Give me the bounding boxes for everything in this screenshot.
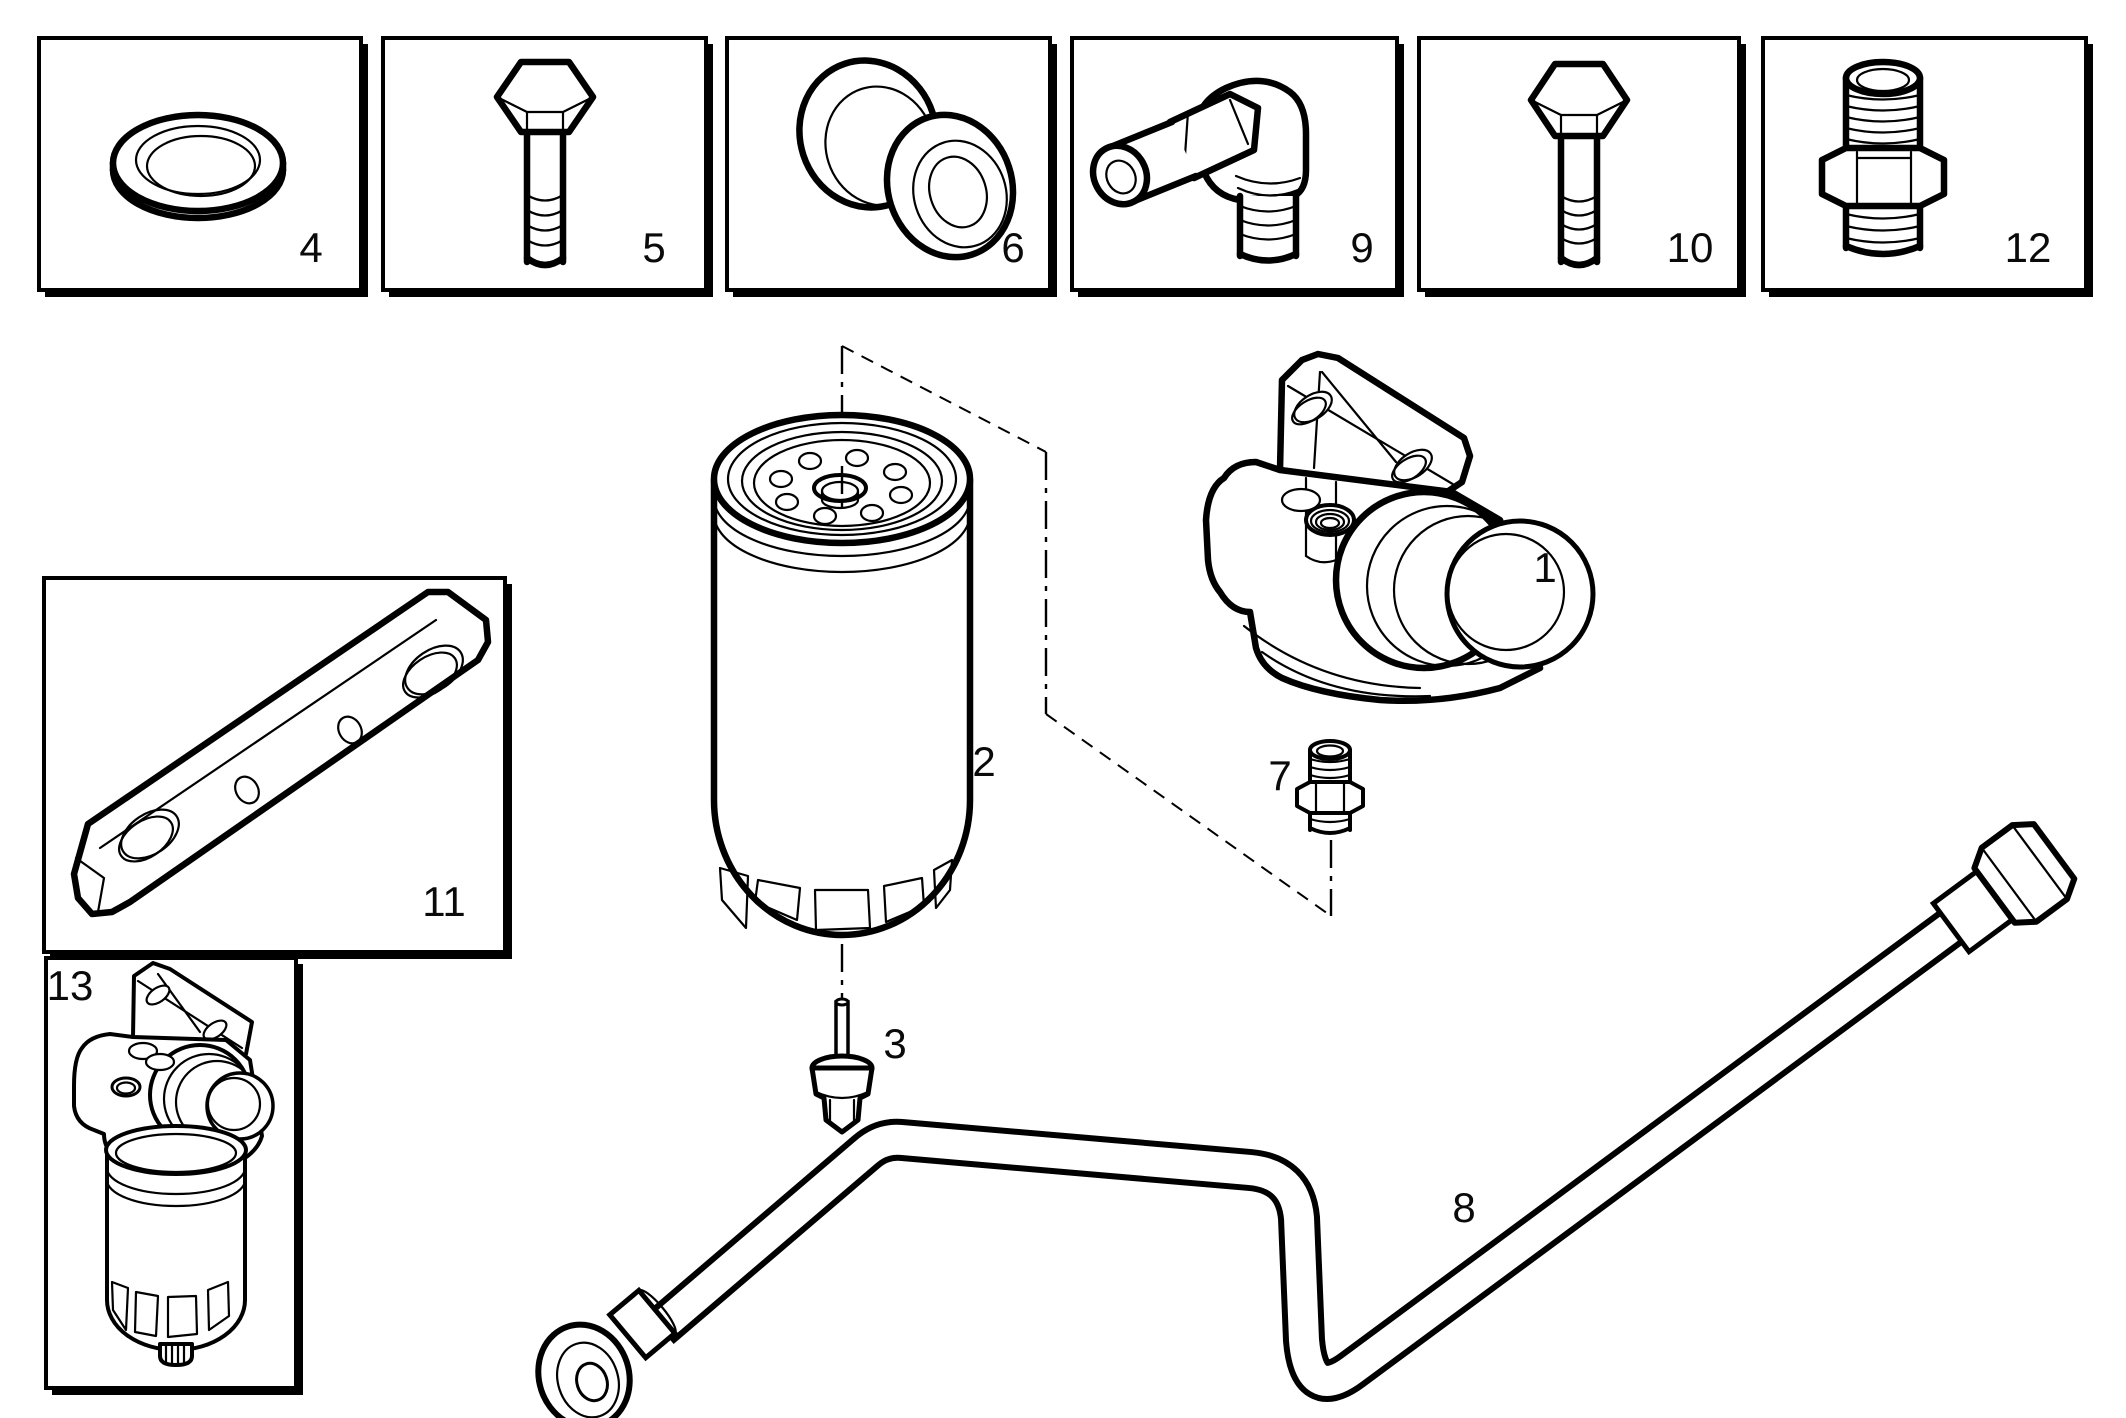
part-4-seal-ring [109, 111, 287, 222]
part-8-label: 8 [1452, 1184, 1475, 1231]
part-11-label: 11 [422, 878, 466, 925]
part-10-label: 10 [1667, 224, 1714, 271]
part-8-fuel-pipe [535, 821, 2078, 1418]
pipe-nut-fitting [1929, 821, 2078, 956]
part-5-label: 5 [642, 224, 665, 271]
pipe-collar-left [606, 1286, 679, 1362]
part-11-bracket [70, 588, 492, 918]
part-13-filter-assembly [72, 961, 275, 1367]
part-5-bolt [493, 58, 597, 270]
part-1-label: 1 [1533, 544, 1556, 591]
part-1-filter-head [1202, 350, 1596, 705]
part-3-label: 3 [883, 1020, 906, 1067]
part-6-label: 6 [1001, 224, 1024, 271]
part-2-label: 2 [972, 738, 995, 785]
part-6-bushing [796, 57, 1017, 261]
part-2-filter-cartridge [710, 411, 974, 939]
part-4-label: 4 [299, 224, 322, 271]
part-12-label: 12 [2005, 224, 2052, 271]
part-7-label: 7 [1268, 752, 1291, 799]
pipe-banjo-eye [535, 1321, 633, 1418]
part-9-elbow-fitting [1089, 77, 1310, 264]
part-10-bolt [1527, 60, 1631, 269]
part-9-label: 9 [1350, 224, 1373, 271]
part-13-label: 13 [47, 962, 94, 1009]
part-3-drain-valve [809, 997, 875, 1135]
part-4-box [37, 36, 368, 297]
part-12-union-nipple [1818, 58, 1948, 258]
part-7-nipple [1295, 739, 1365, 835]
part-labels: 1 2 3 4 5 6 7 8 9 10 11 12 13 [47, 224, 2052, 1231]
